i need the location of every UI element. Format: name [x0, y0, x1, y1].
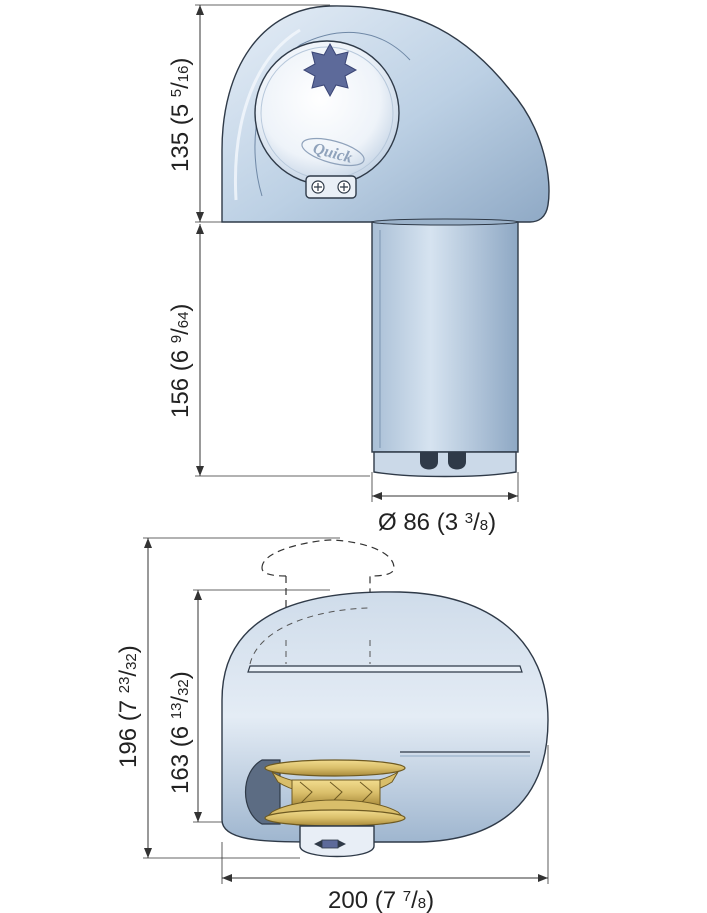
- side-shelf-upper: [247, 665, 523, 673]
- front-base-notch-right: [448, 452, 466, 470]
- body-height-label: 163 (6 13/32): [167, 671, 194, 794]
- diameter-arrow-left: [372, 492, 382, 500]
- width-arrow-right: [538, 874, 548, 882]
- total-height-arrow-top: [144, 538, 152, 548]
- front-column: [371, 221, 519, 453]
- width-arrow-left: [222, 874, 232, 882]
- drum-screw-icon: [314, 839, 346, 849]
- column-height-arrow-bottom: [196, 466, 204, 476]
- diameter-label: Ø 86 (3 3/8): [378, 509, 496, 536]
- body-height-arrow-bottom: [194, 812, 202, 822]
- front-base-notch-left: [420, 452, 438, 470]
- column-height-label: 156 (6 9/64): [167, 304, 194, 418]
- total-height-label: 196 (7 23/32): [115, 645, 142, 768]
- column-height-arrow-top: [196, 224, 204, 234]
- total-height-arrow-bottom: [144, 848, 152, 858]
- side-chain-opening: [244, 759, 281, 825]
- side-inner-dashed: [249, 607, 371, 665]
- body-height-arrow-top: [194, 590, 202, 600]
- width-label: 200 (7 7/8): [328, 887, 434, 913]
- front-housing-highlight: [233, 28, 301, 201]
- diameter-arrow-right: [508, 492, 518, 500]
- front-base: [373, 451, 517, 478]
- screw-icon: [311, 180, 351, 194]
- front-view: Quick: [195, 4, 550, 502]
- top-height-label: 135 (5 5/16): [167, 58, 194, 172]
- front-column-top: [371, 218, 519, 226]
- top-height-arrow-top: [196, 5, 204, 15]
- cap-star-icon: [302, 42, 358, 98]
- side-view: [143, 537, 549, 884]
- top-height-arrow-bottom: [196, 212, 204, 222]
- gypsy-icon: [264, 759, 406, 828]
- front-housing-rim: [254, 31, 411, 197]
